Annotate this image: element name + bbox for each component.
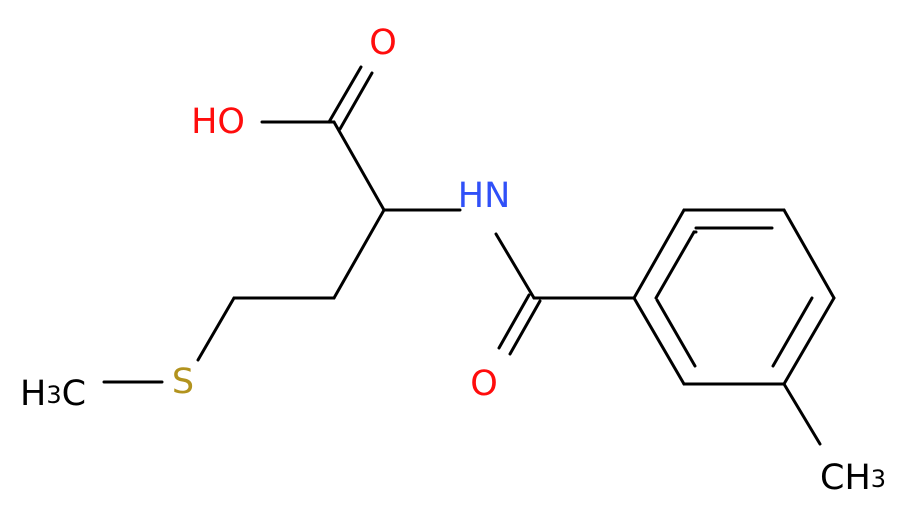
atom-label-acid-o: O	[369, 23, 397, 63]
atom-label-sulfur: S	[172, 362, 194, 402]
atom-label-nh: HN	[458, 176, 511, 216]
ring-inner-bond-5	[655, 298, 697, 368]
atom-label-oh: HO	[191, 102, 245, 142]
bond-layer	[102, 65, 836, 446]
ring-inner-bond-1	[654, 230, 696, 300]
ring-bond-6	[632, 296, 686, 386]
bond-cooh-c-alpha	[332, 120, 386, 212]
ring-bond-4	[782, 296, 836, 386]
ch3-left-subscript: 3	[46, 381, 61, 409]
bond-amide-c-o-2	[508, 299, 542, 356]
bond-ch2-s	[196, 296, 236, 362]
ring-inner-bond-4	[771, 296, 814, 368]
bond-cooh-c-o-2	[338, 71, 374, 131]
ch3-left-c: C	[62, 374, 86, 414]
ch3-right-subscript: 3	[871, 465, 886, 493]
bond-ring-ch3	[782, 382, 822, 446]
atom-label-layer: HO O HN O S H3C CH3	[20, 23, 886, 498]
atom-label-ch3-left: H3C	[20, 374, 86, 414]
atom-label-ch3-right: CH3	[820, 458, 886, 498]
atom-label-amide-o: O	[470, 364, 498, 404]
bond-nh-amide-c	[494, 232, 536, 300]
ch3-right-ch: CH	[820, 458, 871, 498]
bond-cooh-c-o-1	[327, 65, 363, 124]
ring-bond-1	[632, 208, 686, 300]
bond-alpha-ch2	[332, 208, 386, 300]
bond-amide-c-o-1	[497, 293, 531, 350]
ch3-left-h: H	[20, 374, 46, 414]
ring-bond-3	[782, 208, 836, 300]
